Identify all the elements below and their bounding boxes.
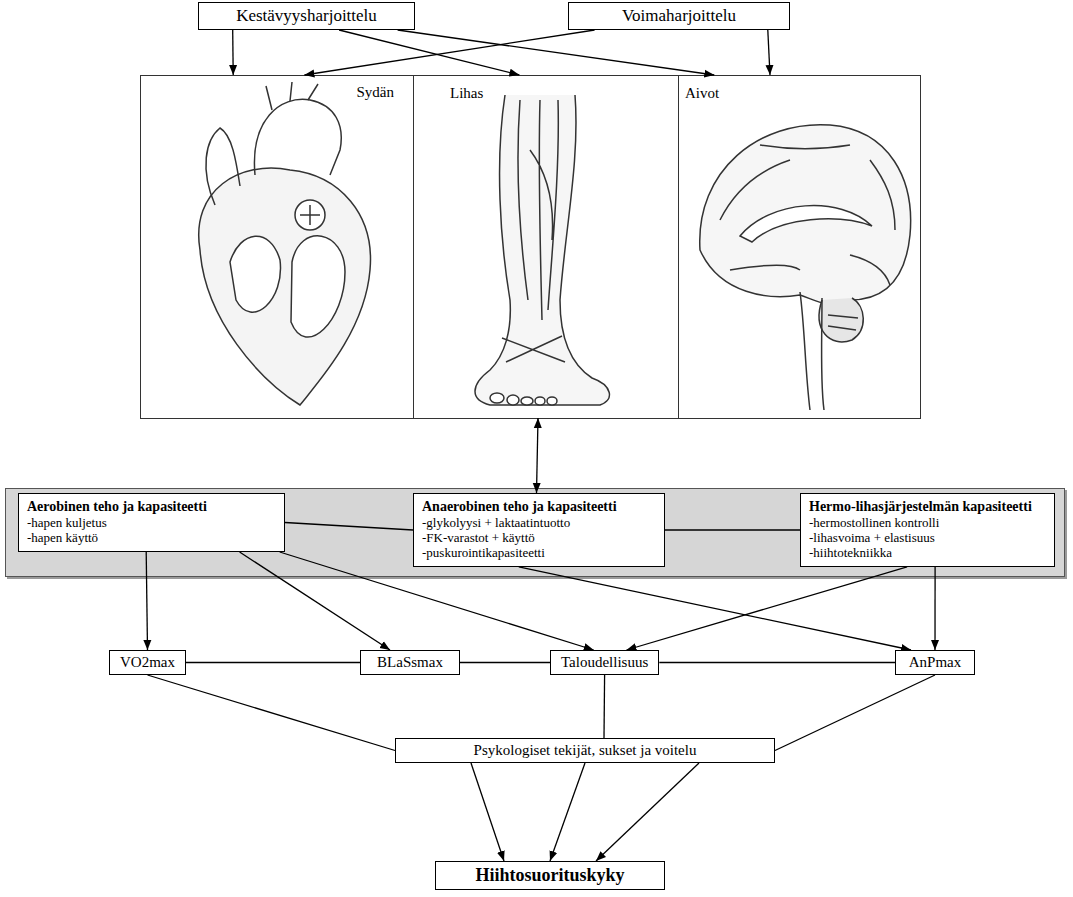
toe	[507, 395, 519, 405]
aorta	[254, 99, 341, 175]
capacity-item: -hermostollinen kontrolli	[809, 516, 1046, 531]
muscle-lines	[518, 100, 558, 320]
box-label: BLaSsmax	[371, 654, 449, 671]
connector-line	[148, 675, 396, 751]
connector-arrow	[934, 567, 935, 650]
connector-line	[285, 523, 413, 531]
connector-line	[659, 662, 895, 663]
box-label: Hiihtosuorituskyky	[446, 865, 654, 886]
capacity-heading: Anaerobinen teho ja kapasiteetti	[422, 499, 656, 515]
connector-arrow	[537, 418, 539, 493]
box-label: VO2max	[120, 654, 175, 671]
connector-arrow	[627, 567, 908, 650]
connector-line	[603, 675, 605, 738]
organ-cell: Aivot	[678, 75, 920, 418]
leg-outline	[475, 95, 609, 405]
box-label: Kestävyysharjoittelu	[209, 6, 404, 26]
vena-cava	[206, 128, 240, 205]
box-label: Taloudellisuus	[561, 654, 648, 671]
brain-gyri	[720, 145, 895, 285]
organ-label: Sydän	[357, 84, 395, 101]
connector-arrow	[339, 30, 519, 75]
ankle-straps	[502, 336, 565, 362]
heart-drawing	[199, 82, 371, 405]
box-label: Psykologiset tekijät, sukset ja voitelu	[406, 742, 764, 759]
valve-lines	[300, 205, 320, 225]
heart-chamber	[291, 236, 345, 337]
organ-cell: Sydän	[140, 75, 414, 418]
organ-panel-frame	[140, 75, 921, 419]
toe	[490, 393, 504, 403]
metric-box: AnPmax	[895, 650, 975, 675]
capacity-item: -hapen käyttö	[27, 531, 276, 546]
corpus-callosum	[740, 206, 872, 242]
connector-arrow	[304, 30, 594, 75]
capacity-box: Aerobinen teho ja kapasiteetti-hapen kul…	[18, 493, 285, 552]
capacity-item: -lihasvoima + elastisuus	[809, 531, 1046, 546]
brain-outline	[700, 125, 911, 305]
organ-label: Lihas	[450, 85, 483, 102]
connector-line	[775, 675, 935, 751]
capacity-box: Anaerobinen teho ja kapasiteetti-glykoly…	[413, 493, 665, 567]
toe	[521, 397, 533, 405]
metric-box: Taloudellisuus	[550, 650, 659, 675]
box-label: Voimaharjoittelu	[579, 6, 779, 26]
training-box: Kestävyysharjoittelu	[198, 2, 415, 30]
connector-arrow	[550, 763, 585, 861]
capacity-heading: Aerobinen teho ja kapasiteetti	[27, 499, 276, 515]
capacity-item: -hiihtotekniikka	[809, 546, 1046, 561]
metric-box: VO2max	[109, 650, 186, 675]
organ-label: Aivot	[685, 85, 719, 102]
capacity-item: -puskurointikapasiteetti	[422, 546, 656, 561]
capacity-box: Hermo-lihasjärjestelmän kapasiteetti-her…	[800, 493, 1055, 567]
heart-valve	[295, 200, 325, 230]
heart-outline	[199, 168, 371, 405]
capacity-item: -hapen kuljetus	[27, 516, 276, 531]
cerebellum	[819, 298, 863, 342]
connector-line	[186, 662, 360, 663]
capacity-heading: Hermo-lihasjärjestelmän kapasiteetti	[809, 499, 1046, 515]
box-label: AnPmax	[906, 654, 964, 671]
connector-line	[665, 529, 800, 530]
vessels	[266, 82, 318, 110]
connector-arrow	[519, 567, 911, 650]
connector-arrow	[240, 552, 390, 650]
connector-arrow	[232, 30, 234, 75]
metric-box: BLaSsmax	[360, 650, 460, 675]
factor-box: Psykologiset tekijät, sukset ja voitelu	[395, 738, 775, 763]
result-box: Hiihtosuorituskyky	[435, 861, 665, 890]
toe	[547, 397, 557, 405]
brainstem	[800, 292, 824, 410]
connector-arrow	[768, 30, 770, 75]
heart-chamber	[230, 236, 281, 312]
connector-arrow	[398, 30, 715, 75]
organ-cell: Lihas	[413, 75, 679, 418]
brain-drawing	[700, 125, 911, 410]
connector-arrow	[146, 552, 147, 650]
toe	[535, 397, 545, 405]
connector-arrow	[471, 763, 504, 861]
cerebellum-folds	[828, 315, 858, 330]
training-box: Voimaharjoittelu	[568, 2, 790, 30]
capacity-item: -glykolyysi + laktaatintuotto	[422, 516, 656, 531]
connector-line	[460, 662, 550, 663]
leg-drawing	[475, 95, 609, 405]
capacity-item: -FK-varastot + käyttö	[422, 531, 656, 546]
connector-arrow	[596, 763, 699, 861]
